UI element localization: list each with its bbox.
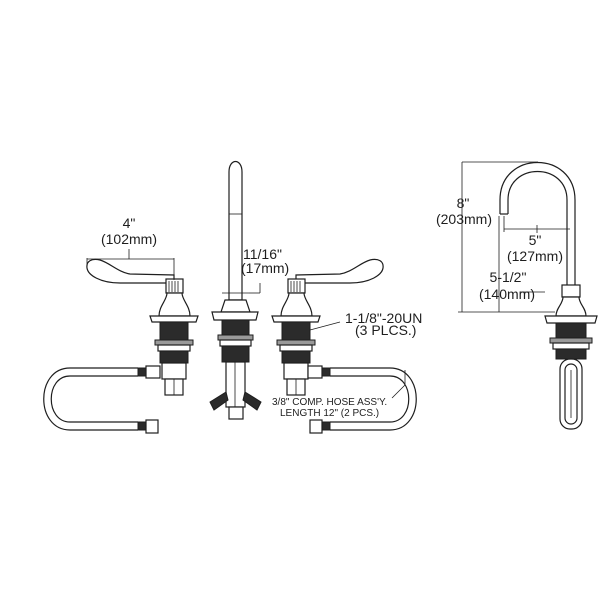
thread-callout-line1: 1-1/8"-20UN <box>345 310 423 326</box>
spout-diameter-metric: (17mm) <box>241 260 290 276</box>
overall-height-metric: (203mm) <box>435 211 492 227</box>
spout-clearance-metric: (140mm) <box>478 286 535 302</box>
right-valve <box>271 258 384 396</box>
right-hose <box>309 367 417 434</box>
left-valve <box>86 258 199 396</box>
handle-width-metric: (102mm) <box>100 231 157 247</box>
spout-reach-metric: (127mm) <box>506 248 563 264</box>
overall-height-imperial: 8" <box>456 195 470 211</box>
dimension-lines <box>86 161 570 399</box>
spout-diameter-imperial: 11/16" <box>243 246 282 262</box>
center-spout <box>209 160 262 420</box>
hose-callout-line1: 3/8" COMP. HOSE ASS'Y. <box>272 397 388 408</box>
hose-callout-line2: LENGTH 12" (2 PCS.) <box>280 408 380 419</box>
left-hose <box>43 367 159 434</box>
side-view <box>499 161 598 430</box>
thread-callout-line2: (3 PLCS.) <box>355 322 417 338</box>
spout-clearance-imperial: 5-1/2" <box>489 269 527 285</box>
handle-width-imperial: 4" <box>122 215 136 231</box>
spout-reach-imperial: 5" <box>528 232 542 248</box>
